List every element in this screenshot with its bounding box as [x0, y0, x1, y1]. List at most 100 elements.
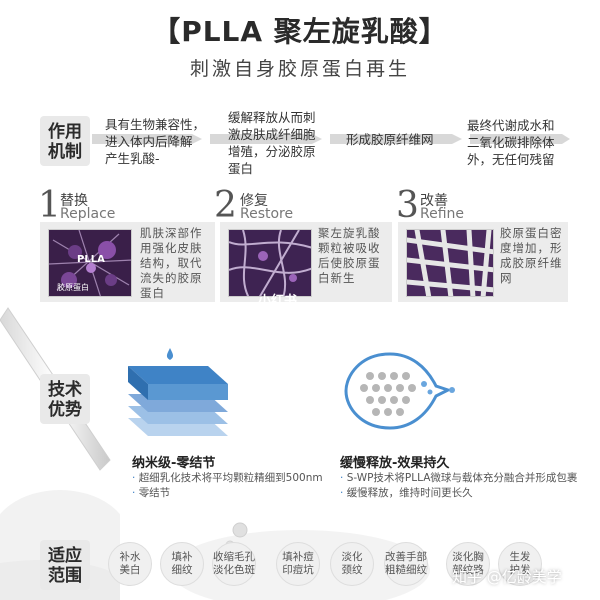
- page-title: 【PLLA 聚左旋乳酸】: [152, 15, 448, 48]
- scope-item-line: 淡化色斑: [213, 564, 255, 576]
- stage-2-title-cn: 修复: [240, 193, 268, 209]
- scope-item-line: 美白: [119, 564, 141, 576]
- mechanism-tag-line-2: 机制: [48, 142, 82, 162]
- advantage-2-line-1: · S-WP技术将PLLA微球与载体充分融合并形成包裹: [340, 472, 578, 484]
- scope-tag: 适应 范围: [40, 540, 90, 590]
- mechanism-tag: 作用 机制: [40, 116, 90, 166]
- stage-3-description-line: 成胶原纤维: [500, 256, 563, 270]
- scope-item-line: 补水: [119, 551, 141, 563]
- scope-item-line: 部纹路: [452, 564, 484, 576]
- scope-item-whitening: 补水美白: [108, 542, 152, 586]
- advantages-tag-line-1: 技术: [48, 380, 82, 400]
- mechanism-step-4-line: 最终代谢成水和: [467, 118, 555, 133]
- collagen-replace-illustration: [49, 230, 131, 296]
- stage-2-description-line: 后使胶原蛋: [318, 256, 381, 270]
- advantage-1-line-1-text: 超细乳化技术将平均颗粒精细到500nm: [138, 472, 323, 484]
- stage-1-image: PLLA 胶原蛋白: [48, 229, 132, 297]
- collagen-restore-illustration: [229, 230, 311, 296]
- mechanism-step-1-line: 进入体内后降解: [105, 134, 193, 149]
- scope-item-neck-lines: 淡化颈纹: [330, 542, 374, 586]
- mechanism-flow-arrow: [92, 134, 570, 144]
- scope-item-chest-lines: 淡化胸部纹路: [446, 542, 490, 586]
- stage-1-description-line: 肌肤深部作: [140, 226, 203, 240]
- mechanism-step-4: 最终代谢成水和 二氧化碳排除体 外，无任何残留: [467, 117, 577, 168]
- scope-item-line: 改善手部: [385, 551, 427, 563]
- stage-2-description: 聚左旋乳酸 颗粒被吸收 后使胶原蛋 白新生: [318, 226, 390, 286]
- stage-2-header: 2: [214, 188, 237, 224]
- scope-tag-line-1: 适应: [48, 546, 82, 566]
- advantages-tag-line-2: 优势: [48, 400, 82, 420]
- scope-item-line: 淡化: [341, 551, 363, 563]
- scope-item-hand-lines: 改善手部粗糙细纹: [384, 542, 428, 586]
- stage-3-description-line: 度增加，形: [500, 241, 563, 255]
- scope-item-line: 生发: [509, 551, 531, 563]
- stage-3-title-cn: 改善: [420, 193, 448, 209]
- advantage-1-line-2-text: 零结节: [138, 487, 171, 499]
- scope-item-line: 填补痘: [282, 551, 314, 563]
- advantage-2-title: 缓慢释放-效果持久: [340, 456, 450, 471]
- advantage-1-line-2: · 零结节: [132, 487, 171, 499]
- advantages-tag: 技术 优势: [40, 374, 90, 424]
- mechanism-step-3-line: 形成胶原纤维网: [346, 132, 434, 147]
- stage-2-number: 2: [214, 185, 237, 226]
- scope-item-line: 颈纹: [341, 564, 363, 576]
- mechanism-step-2: 缓解释放从而刺 激皮肤成纤细胞 增殖，分泌胶原 蛋白: [228, 109, 328, 177]
- scope-item-line: 淡化胸: [452, 551, 484, 563]
- scope-item-hair: 生发护发: [498, 542, 542, 586]
- stage-1-description-line: 流失的胶原: [140, 271, 203, 285]
- mechanism-tag-line-1: 作用: [48, 122, 82, 142]
- stage-1-description-line: 用强化皮肤: [140, 241, 203, 255]
- stage-1-description-line: 蛋白: [140, 286, 165, 300]
- stage-3-description-line: 胶原蛋白密: [500, 226, 563, 240]
- mechanism-step-3: 形成胶原纤维网: [346, 131, 456, 148]
- stage-3-number: 3: [396, 185, 419, 226]
- mechanism-step-2-line: 蛋白: [228, 161, 254, 176]
- stage-2-description-line: 白新生: [318, 271, 356, 285]
- stage-1-title-en: Replace: [60, 206, 116, 222]
- page-subtitle: 刺激自身胶原蛋白再生: [189, 58, 410, 80]
- scope-item-line: 填补: [171, 551, 193, 563]
- stage-3-description: 胶原蛋白密 度增加，形 成胶原纤维 网: [500, 226, 568, 286]
- mechanism-step-1-line: 具有生物兼容性，: [105, 117, 206, 132]
- scope-item-pores-spots: 收缩毛孔淡化色斑: [212, 542, 256, 586]
- mechanism-step-2-line: 缓解释放从而刺: [228, 110, 316, 125]
- advantage-2-line-2-text: 缓慢释放，维持时间更长久: [346, 487, 473, 499]
- stage-1-image-label: PLLA: [77, 254, 105, 265]
- scope-item-line: 印痘坑: [282, 564, 314, 576]
- advantage-2-line-1-text: S-WP技术将PLLA微球与载体充分融合并形成包裹: [346, 472, 578, 484]
- stage-2-image: [228, 229, 312, 297]
- stage-3-image: [406, 229, 494, 297]
- stage-1-image-caption: 胶原蛋白: [57, 283, 89, 292]
- advantage-1-line-1: · 超细乳化技术将平均颗粒精细到500nm: [132, 472, 323, 484]
- scope-item-line: 护发: [509, 564, 531, 576]
- stage-1-header: 1: [38, 188, 61, 224]
- mechanism-step-1: 具有生物兼容性， 进入体内后降解 产生乳酸-: [105, 116, 217, 167]
- scope-tag-line-2: 范围: [48, 566, 82, 586]
- stage-1-number: 1: [38, 185, 61, 226]
- mechanism-step-2-line: 激皮肤成纤细胞: [228, 127, 316, 142]
- scope-item-fine-lines: 填补细纹: [160, 542, 204, 586]
- advantage-1-title: 纳米级-零结节: [132, 456, 216, 471]
- collagen-network-illustration: [407, 230, 493, 296]
- mechanism-step-4-line: 外，无任何残留: [467, 152, 555, 167]
- slow-release-capsule-icon: [344, 352, 455, 430]
- stage-3-title-en: Refine: [420, 206, 465, 222]
- scope-item-line: 细纹: [171, 564, 193, 576]
- stage-1-title-cn: 替换: [60, 193, 88, 209]
- scope-item-line: 粗糙细纹: [385, 564, 427, 576]
- stage-2-description-line: 聚左旋乳酸: [318, 226, 381, 240]
- stage-1-description-line: 结构，取代: [140, 256, 203, 270]
- stage-3-header: 3: [396, 188, 419, 224]
- advantage-2-line-2: · 缓慢释放，维持时间更长久: [340, 487, 473, 499]
- scope-item-line: 收缩毛孔: [213, 551, 255, 563]
- stage-2-title-en: Restore: [240, 206, 294, 222]
- mechanism-step-2-line: 增殖，分泌胶原: [228, 144, 316, 159]
- stage-3-description-line: 网: [500, 271, 513, 285]
- zhihu-watermark: 知乎 @亿龄美学: [452, 568, 562, 586]
- mechanism-step-1-line: 产生乳酸-: [105, 151, 160, 166]
- stage-2-description-line: 颗粒被吸收: [318, 241, 381, 255]
- nano-layers-icon: [128, 348, 228, 436]
- xiaohongshu-sticker: 小红书: [258, 294, 298, 309]
- stage-1-description: 肌肤深部作 用强化皮肤 结构，取代 流失的胶原 蛋白: [140, 226, 212, 301]
- mechanism-step-4-line: 二氧化碳排除体: [467, 135, 555, 150]
